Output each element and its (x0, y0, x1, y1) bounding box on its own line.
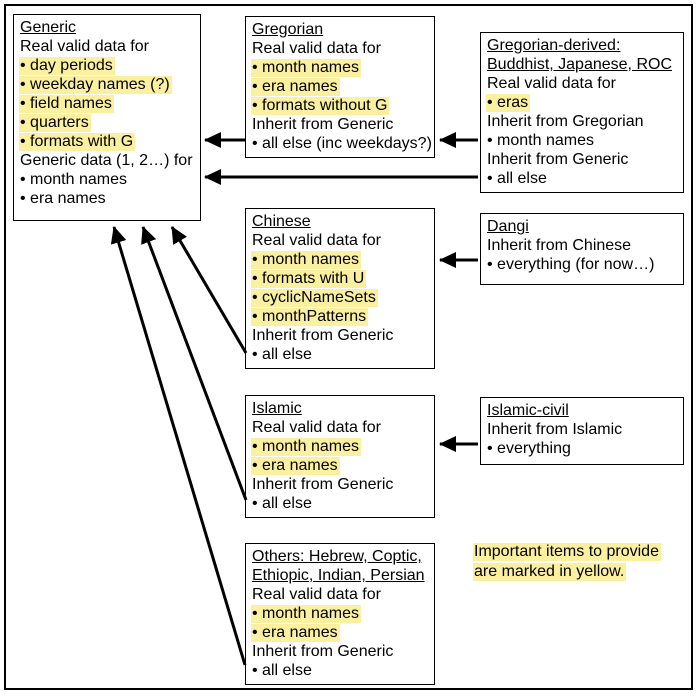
text-line: • month names (251, 605, 361, 623)
text-line: • cyclicNameSets (251, 289, 378, 307)
text-line: Inherit from Generic (252, 327, 394, 344)
text-line: Real valid data for (252, 419, 381, 436)
note-line: Important items to provide (473, 543, 661, 561)
text-line: • all else (252, 346, 312, 363)
text-line: • all else (252, 495, 312, 512)
text-line: Gregorian-derived: (487, 37, 621, 54)
text-line: Inherit from Islamic (487, 421, 623, 438)
page-border (4, 4, 693, 690)
text-line: • month names (251, 251, 361, 269)
text-line: • day periods (19, 57, 115, 75)
text-line: Gregorian (252, 21, 324, 38)
text-line: • month names (251, 438, 361, 456)
text-line: Islamic-civil (487, 402, 569, 419)
text-line: • all else (487, 170, 547, 187)
text-line: • field names (19, 95, 114, 113)
text-line: • era names (20, 190, 106, 207)
box-gregorian-derived: Gregorian-derived: Buddhist, Japanese, RO… (480, 32, 684, 193)
text-line: • era names (251, 78, 340, 96)
text-line: Inherit from Generic (252, 116, 394, 133)
text-line: Inherit from Gregorian (487, 113, 644, 130)
text-line: • all else (inc weekdays?) (252, 135, 432, 152)
text-line: • quarters (19, 114, 91, 132)
text-line: • eras (486, 94, 531, 112)
text-line: Inherit from Generic (252, 643, 394, 660)
text-line: • weekday names (?) (19, 76, 172, 94)
text-line: • formats with G (19, 133, 136, 151)
text-line: • era names (251, 457, 340, 475)
text-line: • month names (251, 59, 361, 77)
text-line: Generic data (1, 2…) for (20, 152, 193, 169)
text-line: • month names (20, 171, 127, 188)
text-line: Inherit from Generic (487, 151, 629, 168)
text-line: Inherit from Generic (252, 476, 394, 493)
text-line: • everything (for now…) (487, 256, 655, 273)
text-line: Real valid data for (20, 38, 149, 55)
text-line: Islamic (252, 400, 302, 417)
text-line: • era names (251, 624, 340, 642)
text-line: Real valid data for (252, 232, 381, 249)
text-line: • all else (252, 662, 312, 679)
text-line: Generic (20, 19, 77, 36)
text-line: Inherit from Chinese (487, 237, 632, 254)
note-important-items: Important items to provide are marked in… (473, 542, 661, 582)
text-line: • everything (487, 440, 571, 457)
text-line: Real valid data for (252, 40, 381, 57)
box-others: Others: Hebrew, Coptic, Ethiopic, Indian,… (245, 543, 435, 685)
text-line: • month names (487, 132, 594, 149)
text-line: • monthPatterns (251, 308, 369, 326)
text-line: Real valid data for (487, 75, 616, 92)
text-line: Ethiopic, Indian, Persian (252, 567, 425, 584)
text-line: Dangi (487, 218, 529, 235)
text-line: Real valid data for (252, 586, 381, 603)
text-line: • formats without G (251, 97, 390, 115)
text-line: • formats with U (251, 270, 367, 288)
note-line: are marked in yellow. (473, 563, 627, 581)
text-line: Buddhist, Japanese, ROC (487, 56, 672, 73)
text-line: Others: Hebrew, Coptic, (252, 548, 422, 565)
text-line: Chinese (252, 213, 311, 230)
